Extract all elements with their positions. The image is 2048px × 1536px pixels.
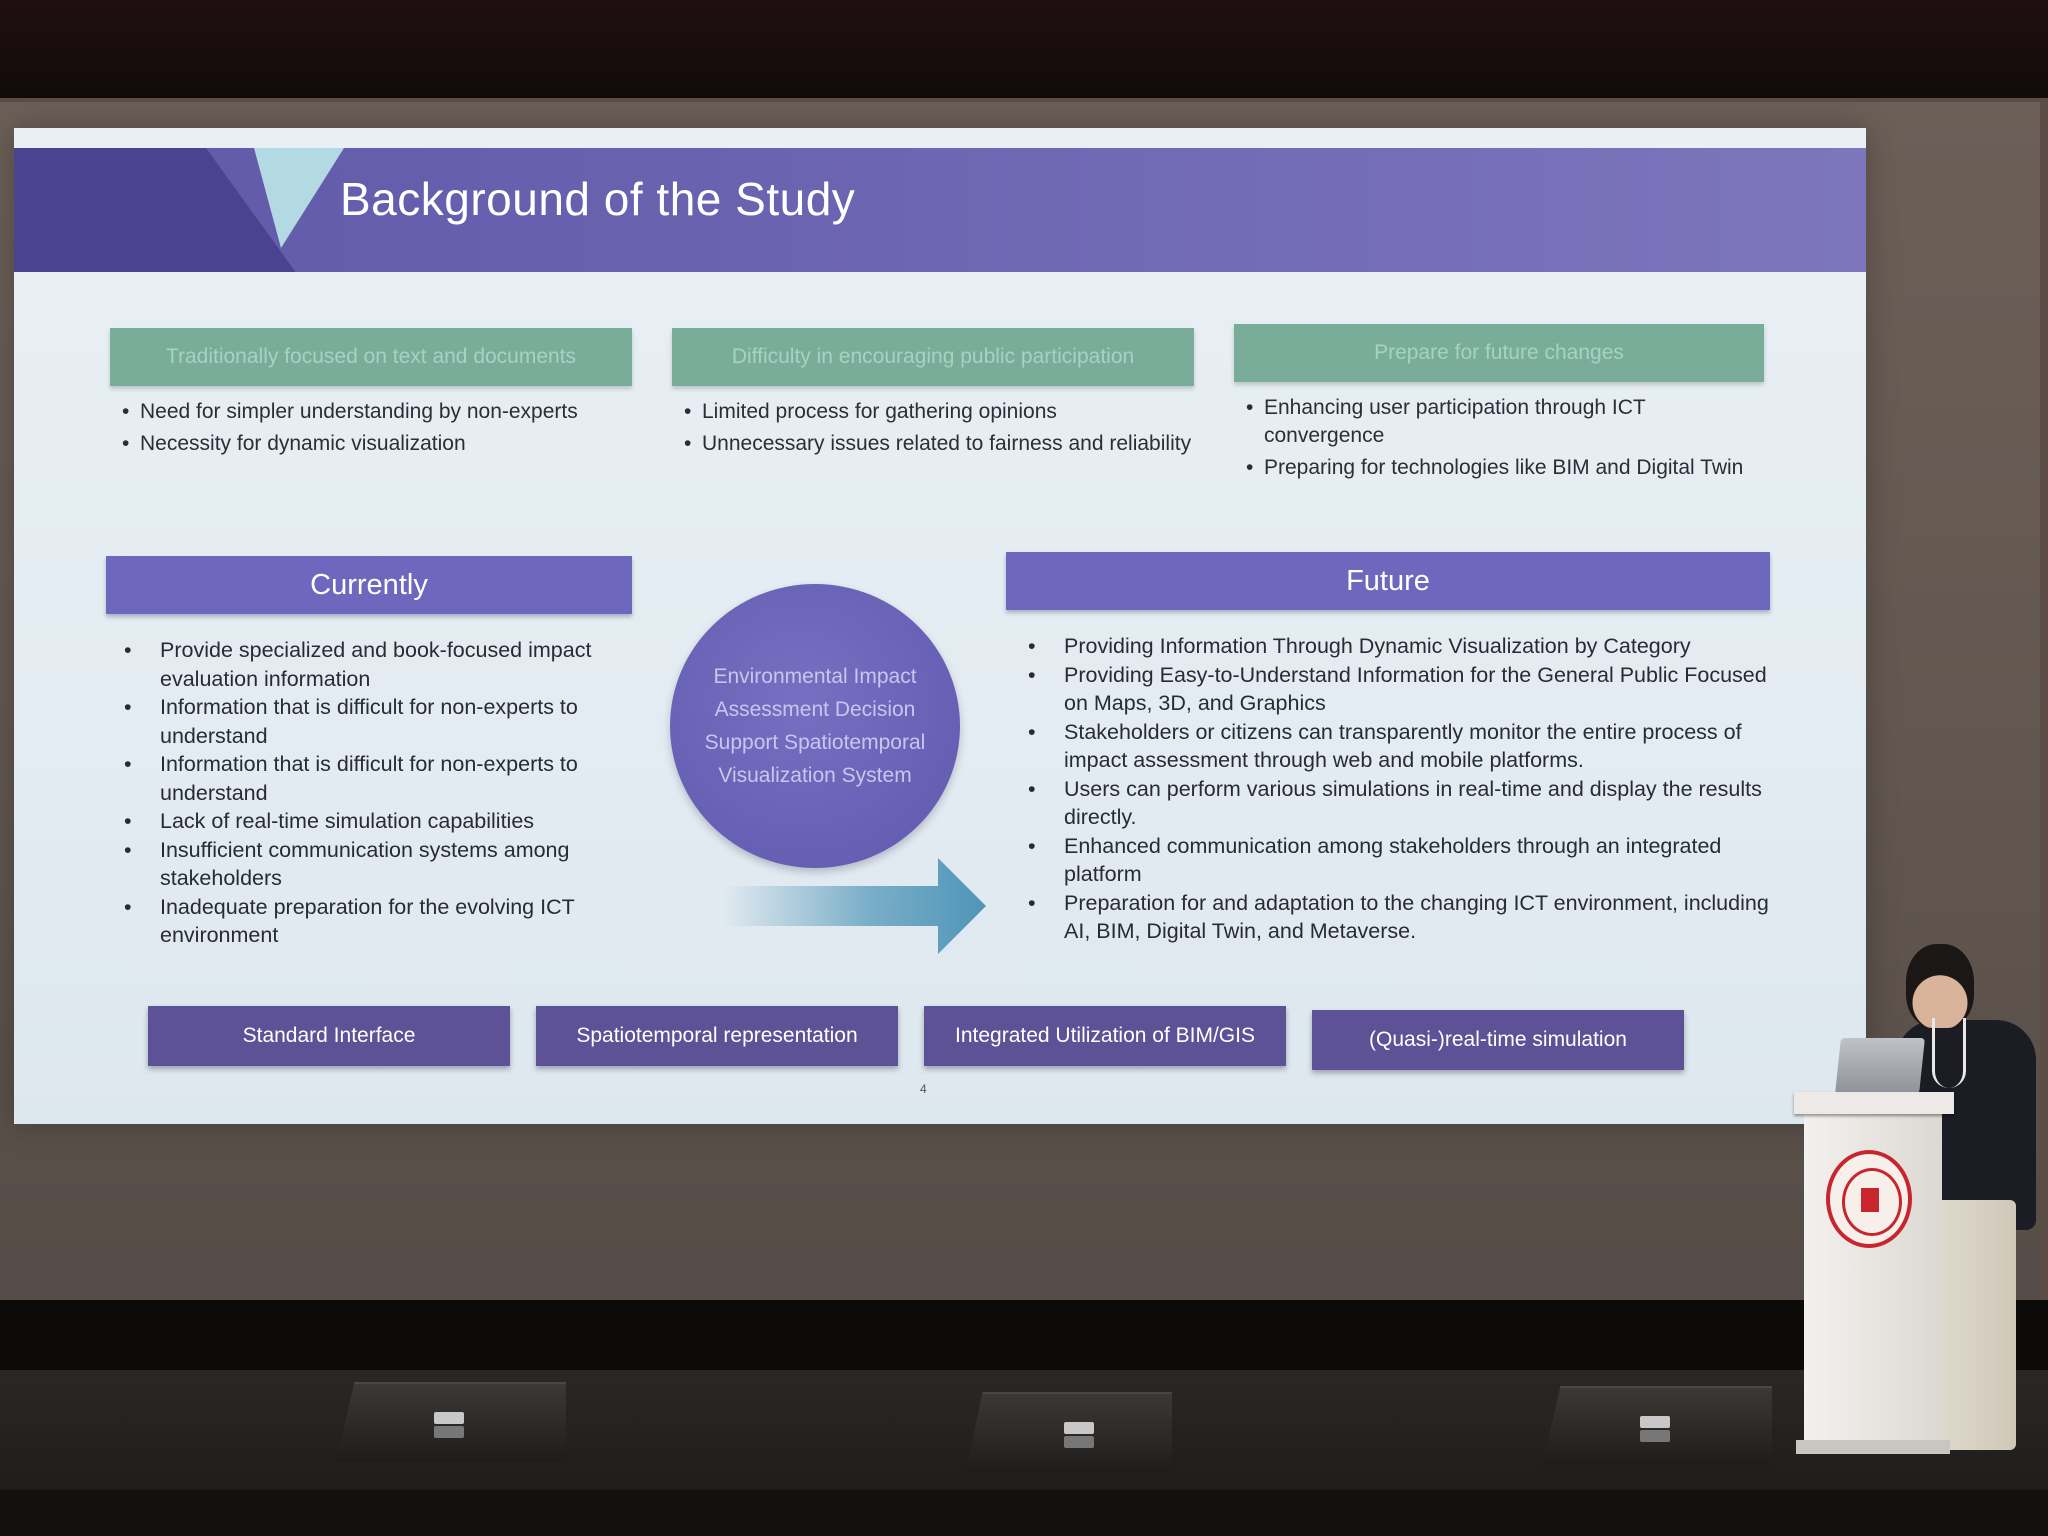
top-box-3-bullets: Enhancing user participation through ICT…	[1244, 394, 1764, 486]
stage-monitor-right	[1542, 1386, 1772, 1466]
podium-top	[1794, 1092, 1954, 1114]
list-item: Need for simpler understanding by non-ex…	[120, 398, 640, 426]
stage-monitor-center	[966, 1392, 1172, 1472]
slide: Background of the Study Traditionally fo…	[14, 128, 1866, 1124]
list-item: Inadequate preparation for the evolving …	[120, 893, 620, 950]
stage-back	[0, 1300, 2048, 1380]
stage-monitor-left	[336, 1382, 566, 1462]
list-item: Insufficient communication systems among…	[120, 836, 620, 893]
top-box-3-heading: Prepare for future changes	[1234, 324, 1764, 382]
podium-base	[1796, 1440, 1950, 1454]
list-item: Enhanced communication among stakeholder…	[1024, 832, 1784, 889]
list-item: Information that is difficult for non-ex…	[120, 750, 620, 807]
list-item: Providing Information Through Dynamic Vi…	[1024, 632, 1784, 661]
arrow-right-icon	[724, 858, 986, 954]
presenter-lanyard	[1932, 1018, 1966, 1088]
university-seal-logo	[1826, 1150, 1912, 1248]
list-item: Preparing for technologies like BIM and …	[1244, 454, 1764, 482]
list-item: Limited process for gathering opinions	[682, 398, 1222, 426]
list-item: Lack of real-time simulation capabilitie…	[120, 807, 620, 836]
system-circle: Environmental Impact Assessment Decision…	[670, 584, 960, 868]
bottom-box-bim-gis: Integrated Utilization of BIM/GIS	[924, 1006, 1286, 1066]
top-box-2-heading: Difficulty in encouraging public partici…	[672, 328, 1194, 386]
bottom-box-realtime-simulation: (Quasi-)real-time simulation	[1312, 1010, 1684, 1070]
list-item: Preparation for and adaptation to the ch…	[1024, 889, 1784, 946]
list-item: Enhancing user participation through ICT…	[1244, 394, 1764, 450]
list-item: Necessity for dynamic visualization	[120, 430, 640, 458]
list-item: Stakeholders or citizens can transparent…	[1024, 718, 1784, 775]
top-box-2-bullets: Limited process for gathering opinions U…	[682, 398, 1222, 462]
ceiling	[0, 0, 2048, 100]
bottom-box-standard-interface: Standard Interface	[148, 1006, 510, 1066]
list-item: Providing Easy-to-Understand Information…	[1024, 661, 1784, 718]
bottom-box-spatiotemporal: Spatiotemporal representation	[536, 1006, 898, 1066]
list-item: Provide specialized and book-focused imp…	[120, 636, 620, 693]
slide-title: Background of the Study	[340, 173, 856, 225]
list-item: Unnecessary issues related to fairness a…	[682, 430, 1222, 458]
top-box-1-heading: Traditionally focused on text and docume…	[110, 328, 632, 386]
currently-bullets: Provide specialized and book-focused imp…	[120, 636, 620, 950]
stage-edge	[0, 1490, 2048, 1536]
future-heading: Future	[1006, 552, 1770, 610]
future-bullets: Providing Information Through Dynamic Vi…	[1024, 632, 1784, 946]
system-circle-label: Environmental Impact Assessment Decision…	[704, 665, 926, 787]
list-item: Users can perform various simulations in…	[1024, 775, 1784, 832]
top-box-1-bullets: Need for simpler understanding by non-ex…	[120, 398, 640, 462]
list-item: Information that is difficult for non-ex…	[120, 693, 620, 750]
laptop	[1835, 1038, 1925, 1094]
page-number: 4	[920, 1082, 927, 1096]
currently-heading: Currently	[106, 556, 632, 614]
presenter-head	[1906, 944, 1974, 1028]
